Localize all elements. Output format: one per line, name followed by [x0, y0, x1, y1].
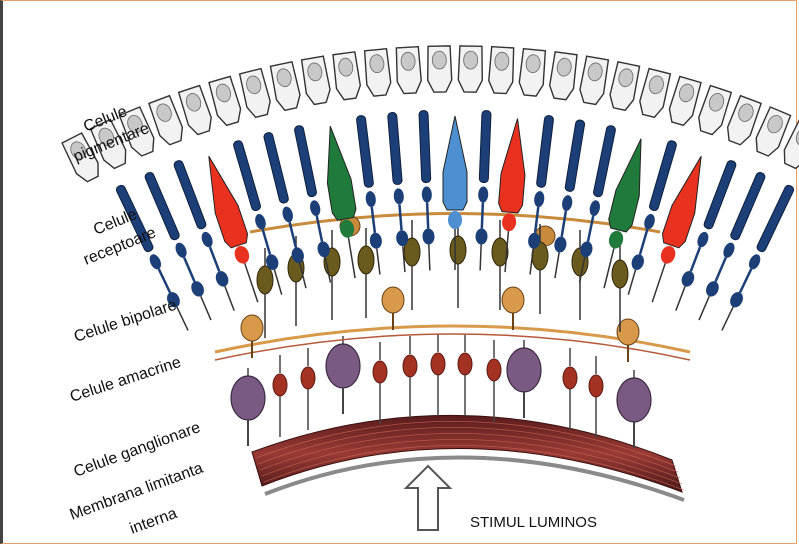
ganglion-cell-large [617, 370, 651, 448]
amacrine-cell [382, 287, 404, 330]
ganglion-cell-small [458, 334, 472, 416]
ganglion-cell-small [273, 355, 287, 437]
amacrine-cell-layer [215, 287, 690, 362]
ganglion-cell-large [507, 340, 541, 418]
rod-cell [717, 183, 797, 333]
ganglion-cell-small [487, 340, 501, 422]
pigment-cell [178, 85, 215, 136]
pigment-cell [208, 76, 244, 127]
rod-cell [474, 110, 492, 270]
rod-cell [417, 110, 435, 270]
pigment-cell [548, 52, 578, 101]
ganglion-cell-small [563, 348, 577, 430]
pigment-cell [488, 47, 515, 94]
pigment-cell [332, 52, 362, 101]
label-membrane-2: interna [128, 505, 180, 538]
pigment-cell [239, 68, 273, 118]
label-amacrine: Celule amacrine [68, 354, 183, 406]
pigment-cell [518, 49, 546, 97]
pigment-cell [301, 56, 332, 105]
ganglion-cell-small [403, 336, 417, 418]
ganglion-cell-large [231, 368, 265, 446]
photoreceptor-layer [114, 110, 796, 333]
ganglion-cell-small [589, 356, 603, 438]
pigment-cell [458, 46, 483, 92]
pigment-cell [364, 49, 392, 97]
pigment-cell [666, 76, 702, 127]
pigment-cell [578, 56, 609, 105]
ganglion-cell-large [326, 336, 360, 414]
pigment-cell [637, 68, 671, 118]
label-bipolar: Celule bipolare [72, 297, 179, 346]
ganglion-cell-small [431, 334, 445, 416]
amacrine-cell [502, 287, 524, 330]
bipolar-cell [612, 242, 628, 332]
stimulus-label: STIMUL LUMINOS [470, 514, 597, 531]
pigment-cell [427, 46, 452, 92]
pigment-cell [395, 47, 422, 94]
ganglion-cell-small [373, 342, 387, 424]
pigment-cell [695, 85, 732, 136]
bipolar-cell [450, 218, 466, 308]
inner-limiting-membrane [252, 415, 684, 500]
pigment-cell [608, 62, 641, 112]
arrow-up-icon [406, 466, 450, 530]
pigment-cell [269, 62, 302, 112]
ganglion-cell-small [301, 348, 315, 430]
